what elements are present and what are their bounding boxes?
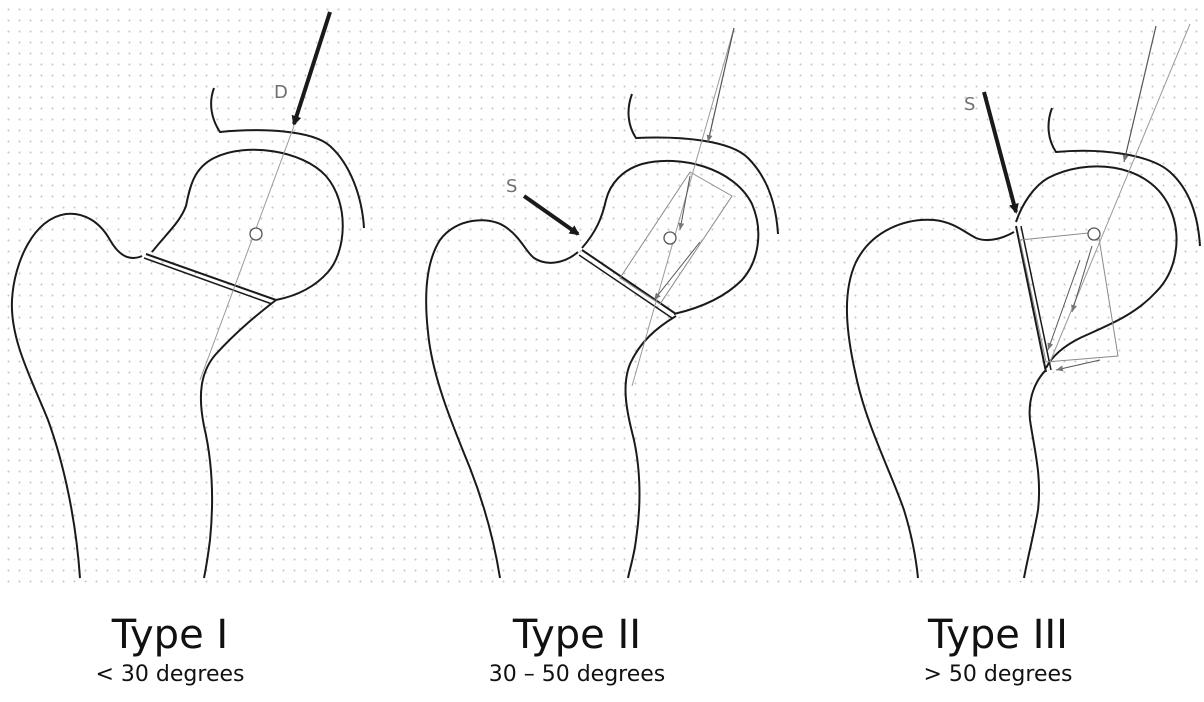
femoral-head <box>1016 166 1177 368</box>
head-centre <box>1088 228 1100 240</box>
vertical-force <box>1124 26 1156 162</box>
angle-range: > 50 degrees <box>818 660 1178 690</box>
force-axis <box>200 126 294 380</box>
compression-component <box>1072 246 1092 312</box>
angle-range: 30 – 50 degrees <box>397 660 757 690</box>
shear-force-arrow <box>984 92 1016 212</box>
femur-shaft <box>426 220 676 578</box>
type-label: Type III <box>818 612 1178 658</box>
shear-force-arrow <box>524 196 578 234</box>
resultant-at-fracture <box>1056 360 1100 370</box>
caption-type-2: Type II 30 – 50 degrees <box>397 612 757 690</box>
force-label: D <box>274 82 288 103</box>
force-label: S <box>964 94 975 115</box>
caption-type-1: Type I < 30 degrees <box>0 612 350 690</box>
panel-type-1: D <box>12 12 364 578</box>
panel-type-2: S <box>426 28 778 578</box>
panel-type-3: S <box>847 24 1200 578</box>
fracture-line <box>146 254 276 300</box>
femur-shaft <box>847 220 1046 578</box>
force-axis <box>1050 24 1190 362</box>
type-label: Type I <box>0 612 350 658</box>
fracture-line <box>1016 226 1046 372</box>
head-centre <box>250 228 262 240</box>
angle-range: < 30 degrees <box>0 660 350 690</box>
fracture-line-inner <box>1021 226 1051 370</box>
fracture-line-inner <box>144 258 272 304</box>
resultant-force-arrow <box>294 12 330 124</box>
force-axis <box>632 28 734 386</box>
type-label: Type II <box>397 612 757 658</box>
head-centre <box>664 232 676 244</box>
fracture-line-inner <box>579 255 672 318</box>
force-parallelogram <box>1020 232 1118 362</box>
acetabulum-rim <box>1049 108 1200 246</box>
femoral-head <box>152 150 343 300</box>
vertical-force <box>708 28 734 142</box>
shear-component <box>1048 260 1080 350</box>
caption-type-3: Type III > 50 degrees <box>818 612 1178 690</box>
force-label: S <box>506 176 517 197</box>
shear-component <box>654 242 700 300</box>
femur-shaft <box>12 214 276 578</box>
